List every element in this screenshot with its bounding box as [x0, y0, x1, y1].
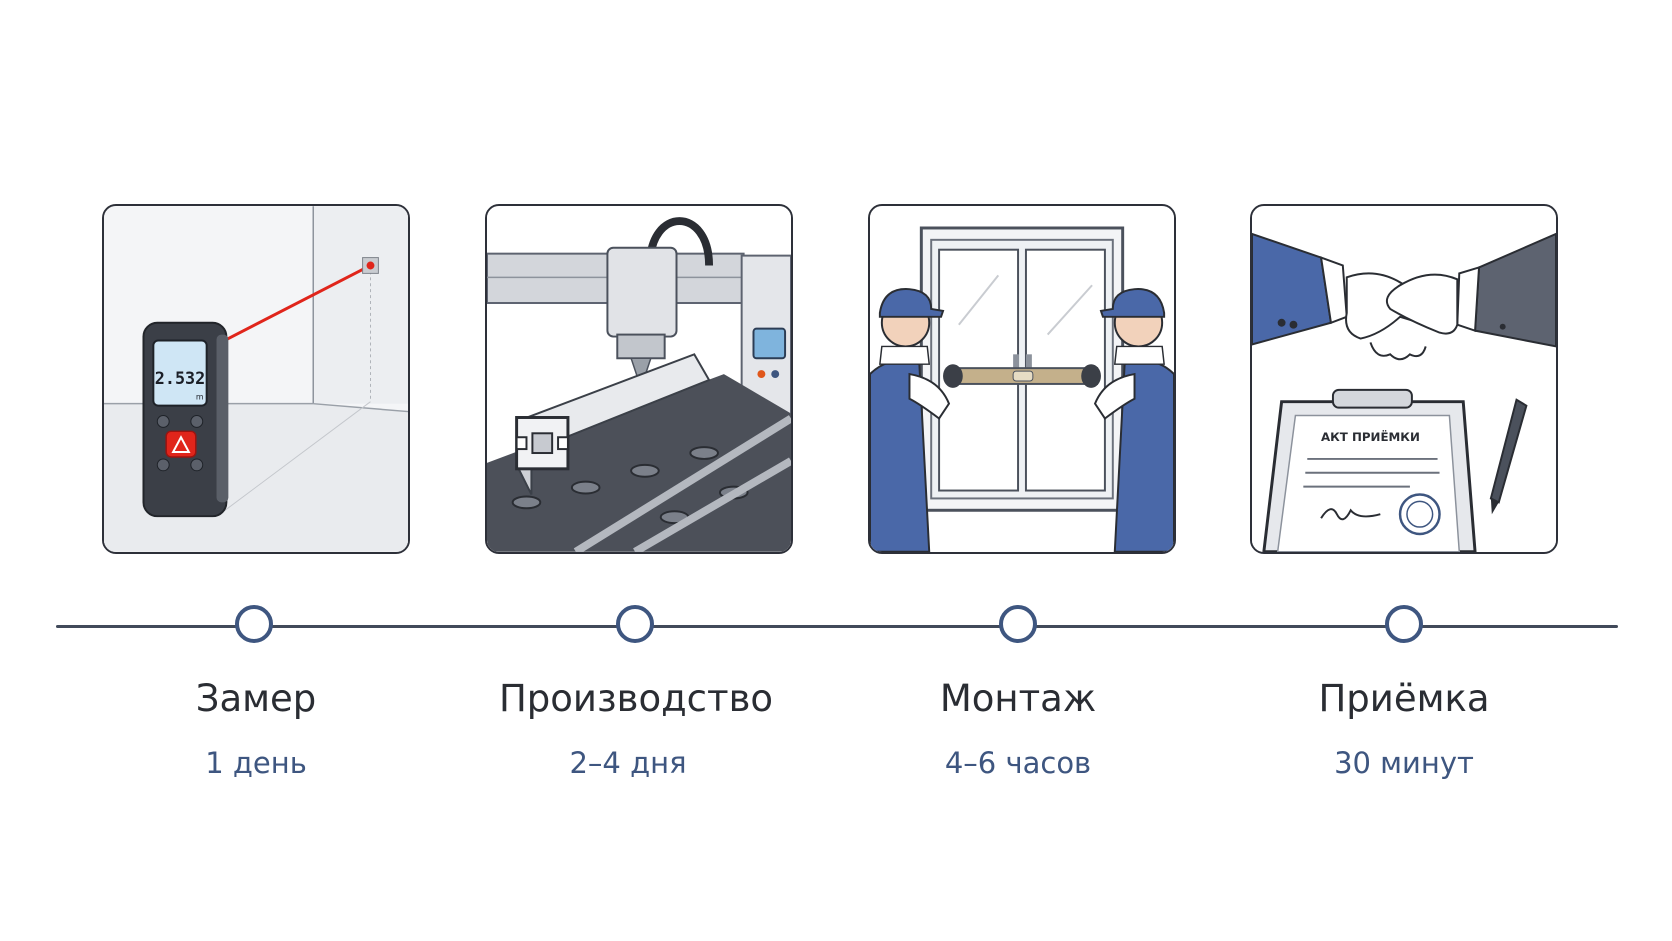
- step-duration-installation: 4–6 часов: [944, 746, 1092, 780]
- step-title-acceptance: Приёмка: [1318, 677, 1490, 720]
- step-card-production: [485, 204, 793, 554]
- laser-measure-icon: 2.532 m: [104, 206, 408, 552]
- timeline-node-acceptance: [1385, 605, 1423, 643]
- step-duration-acceptance: 30 минут: [1334, 746, 1474, 780]
- step-title-installation: Монтаж: [939, 677, 1097, 720]
- step-duration-measure: 1 день: [205, 746, 307, 780]
- timeline-node-production: [616, 605, 654, 643]
- step-card-measure: 2.532 m: [102, 204, 410, 554]
- worker-left-icon: [870, 288, 963, 552]
- worker-right-icon: [1081, 288, 1174, 552]
- svg-text:m: m: [196, 393, 204, 402]
- handshake-document-icon: АКТ ПРИЁМКИ: [1252, 206, 1556, 552]
- step-title-production: Производство: [498, 677, 774, 720]
- timeline-line: [56, 625, 1618, 628]
- svg-text:АКТ ПРИЁМКИ: АКТ ПРИЁМКИ: [1321, 429, 1420, 444]
- step-card-acceptance: АКТ ПРИЁМКИ: [1250, 204, 1558, 554]
- step-title-measure: Замер: [195, 677, 317, 720]
- step-card-installation: [868, 204, 1176, 554]
- timeline-node-installation: [999, 605, 1037, 643]
- step-duration-production: 2–4 дня: [569, 746, 687, 780]
- cnc-machine-icon: [487, 206, 791, 552]
- timeline-node-measure: [235, 605, 273, 643]
- window-installers-icon: [870, 206, 1174, 552]
- svg-text:2.532: 2.532: [155, 368, 205, 388]
